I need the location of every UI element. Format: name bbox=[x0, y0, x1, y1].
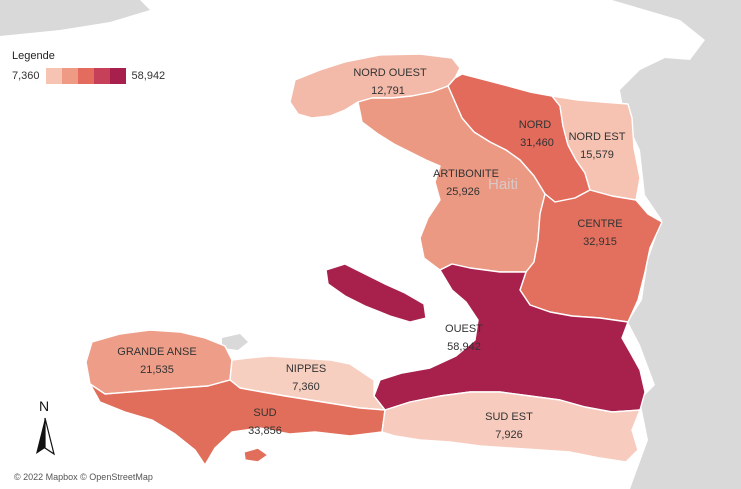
label-centre-value: 32,915 bbox=[583, 236, 617, 248]
label-grande-anse-value: 21,535 bbox=[140, 364, 174, 376]
label-nord-name: NORD bbox=[519, 119, 551, 131]
legend-swatch-2 bbox=[61, 68, 78, 84]
map-attribution: © 2022 Mapbox © OpenStreetMap bbox=[14, 472, 153, 482]
region-sud-island[interactable] bbox=[243, 447, 269, 463]
legend-swatch-4 bbox=[93, 68, 110, 84]
label-nippes-value: 7,360 bbox=[292, 381, 320, 393]
legend-swatch-1 bbox=[45, 68, 62, 84]
label-sud-est-value: 7,926 bbox=[495, 429, 523, 441]
label-ouest-name: OUEST bbox=[445, 323, 483, 335]
label-sud-name: SUD bbox=[253, 407, 276, 419]
legend-title: Legende bbox=[12, 50, 55, 62]
north-label: N bbox=[39, 398, 50, 414]
label-nord-est-name: NORD EST bbox=[569, 131, 626, 143]
label-sud-est-name: SUD EST bbox=[485, 411, 533, 423]
legend-scale: 7,360 58,942 bbox=[12, 68, 165, 84]
label-nord-est-value: 15,579 bbox=[580, 149, 614, 161]
label-grande-anse-name: GRANDE ANSE bbox=[117, 346, 196, 358]
region-gonave-island[interactable] bbox=[325, 263, 427, 323]
region-centre[interactable] bbox=[519, 189, 663, 323]
region-labels: NORD OUEST 12,791 NORD 31,460 NORD EST 1… bbox=[117, 67, 625, 441]
label-sud-value: 33,856 bbox=[248, 425, 282, 437]
country-watermark: Haiti bbox=[488, 176, 519, 193]
neighbor-land-east bbox=[612, 0, 741, 489]
label-artibonite-name: ARTIBONITE bbox=[433, 168, 499, 180]
legend-max-label: 58,942 bbox=[131, 70, 166, 82]
label-centre-name: CENTRE bbox=[577, 218, 622, 230]
north-arrow: N bbox=[30, 398, 60, 462]
label-nord-ouest-value: 12,791 bbox=[371, 85, 405, 97]
label-nippes-name: NIPPES bbox=[286, 363, 326, 375]
label-artibonite-value: 25,926 bbox=[446, 186, 480, 198]
north-arrow-icon bbox=[36, 417, 55, 456]
region-sud-est[interactable] bbox=[381, 391, 641, 463]
label-nord-value: 31,460 bbox=[520, 137, 554, 149]
legend-swatch-3 bbox=[77, 68, 94, 84]
legend-min-label: 7,360 bbox=[12, 70, 40, 82]
legend: Legende 7,360 58,942 bbox=[12, 50, 165, 84]
label-ouest-value: 58,942 bbox=[447, 341, 481, 353]
region-grande-anse[interactable] bbox=[85, 329, 233, 395]
legend-swatch-5 bbox=[109, 68, 126, 84]
label-nord-ouest-name: NORD OUEST bbox=[353, 67, 427, 79]
neighbor-land-north bbox=[0, 0, 150, 36]
legend-color-ramp bbox=[45, 68, 126, 84]
neighbor-island-small bbox=[222, 334, 248, 350]
